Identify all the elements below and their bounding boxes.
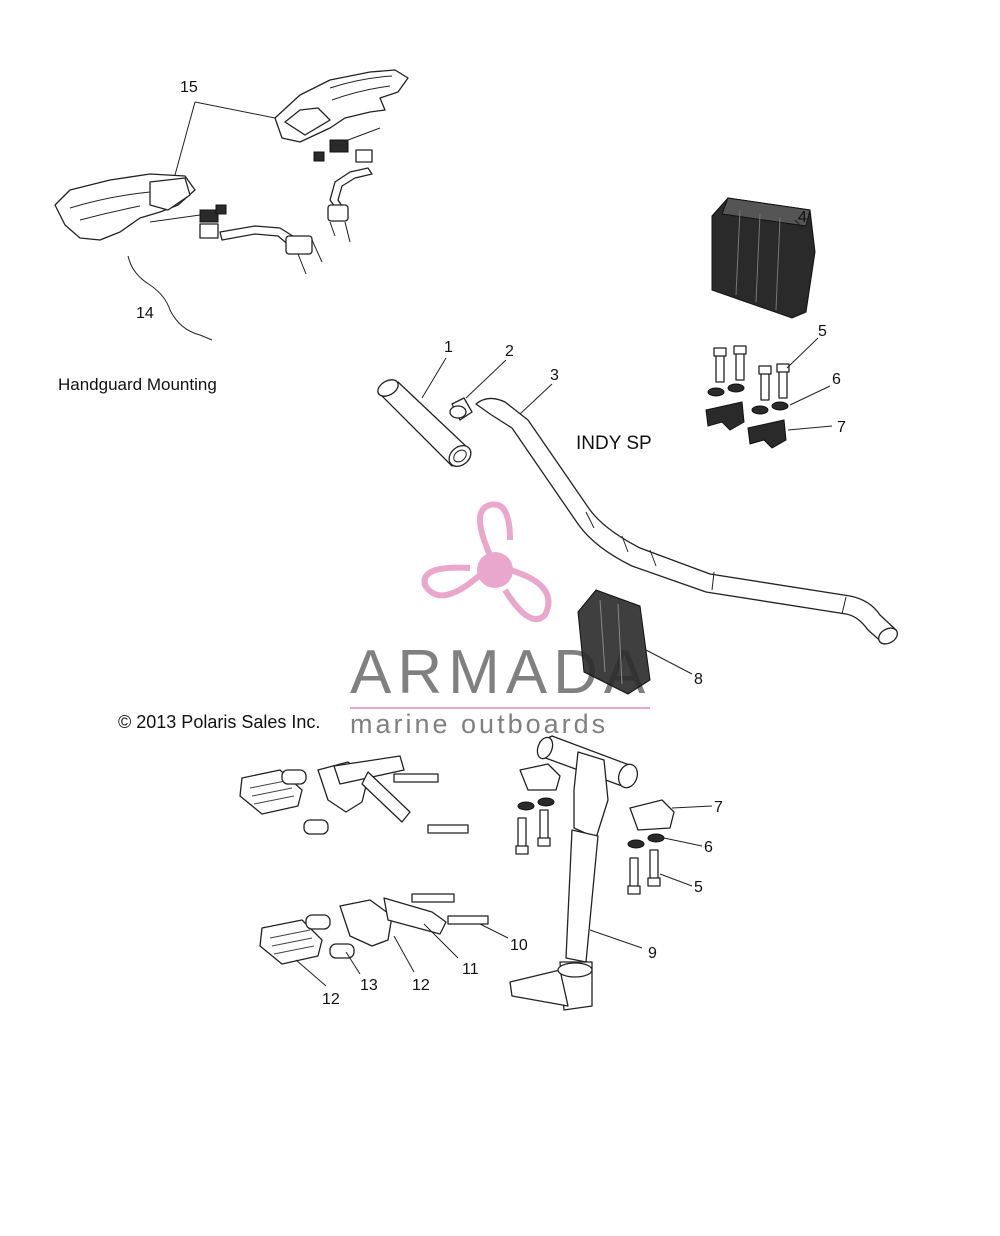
callout-5-lower: 5: [694, 879, 703, 896]
callout-11: 11: [462, 961, 479, 978]
callout-14: 14: [136, 305, 154, 322]
riser-block: [577, 589, 651, 695]
steering-post: [509, 735, 639, 1011]
model-label: INDY SP: [576, 433, 652, 454]
callout-12-left: 12: [322, 991, 340, 1008]
callout-3: 3: [550, 367, 559, 384]
callout-8: 8: [694, 671, 703, 688]
callout-9: 9: [648, 945, 657, 962]
callout-12-right: 12: [412, 977, 430, 994]
callout-4: 4: [798, 209, 807, 226]
linkage-lower-set: [259, 893, 489, 965]
upper-clamps: [705, 401, 787, 449]
upper-washers: [707, 383, 789, 415]
callout-2: 2: [505, 343, 514, 360]
linkage-upper-set: [239, 755, 469, 835]
handguard-mounting-label: Handguard Mounting: [58, 375, 217, 394]
callout-7: 7: [837, 419, 846, 436]
bar-pad: [711, 197, 816, 319]
watermark-tagline: marine outboards: [350, 709, 608, 739]
callout-13: 13: [360, 977, 378, 994]
callout-6: 6: [832, 371, 841, 388]
grip: [377, 379, 472, 467]
bar-end-plug: [449, 397, 473, 421]
callout-6-lower: 6: [704, 839, 713, 856]
upper-bolts: [713, 345, 790, 401]
callout-15: 15: [180, 79, 198, 96]
handguard-assembly-right: [274, 69, 409, 243]
lower-clamp-right: [627, 799, 675, 895]
callout-10: 10: [510, 937, 528, 954]
callout-5: 5: [818, 323, 827, 340]
callout-7-lower: 7: [714, 799, 723, 816]
lower-clamp-left: [515, 763, 561, 855]
handlebar: [475, 397, 898, 645]
handguard-assembly-left: [54, 173, 323, 275]
copyright: © 2013 Polaris Sales Inc.: [118, 712, 320, 732]
callout-1: 1: [444, 339, 453, 356]
